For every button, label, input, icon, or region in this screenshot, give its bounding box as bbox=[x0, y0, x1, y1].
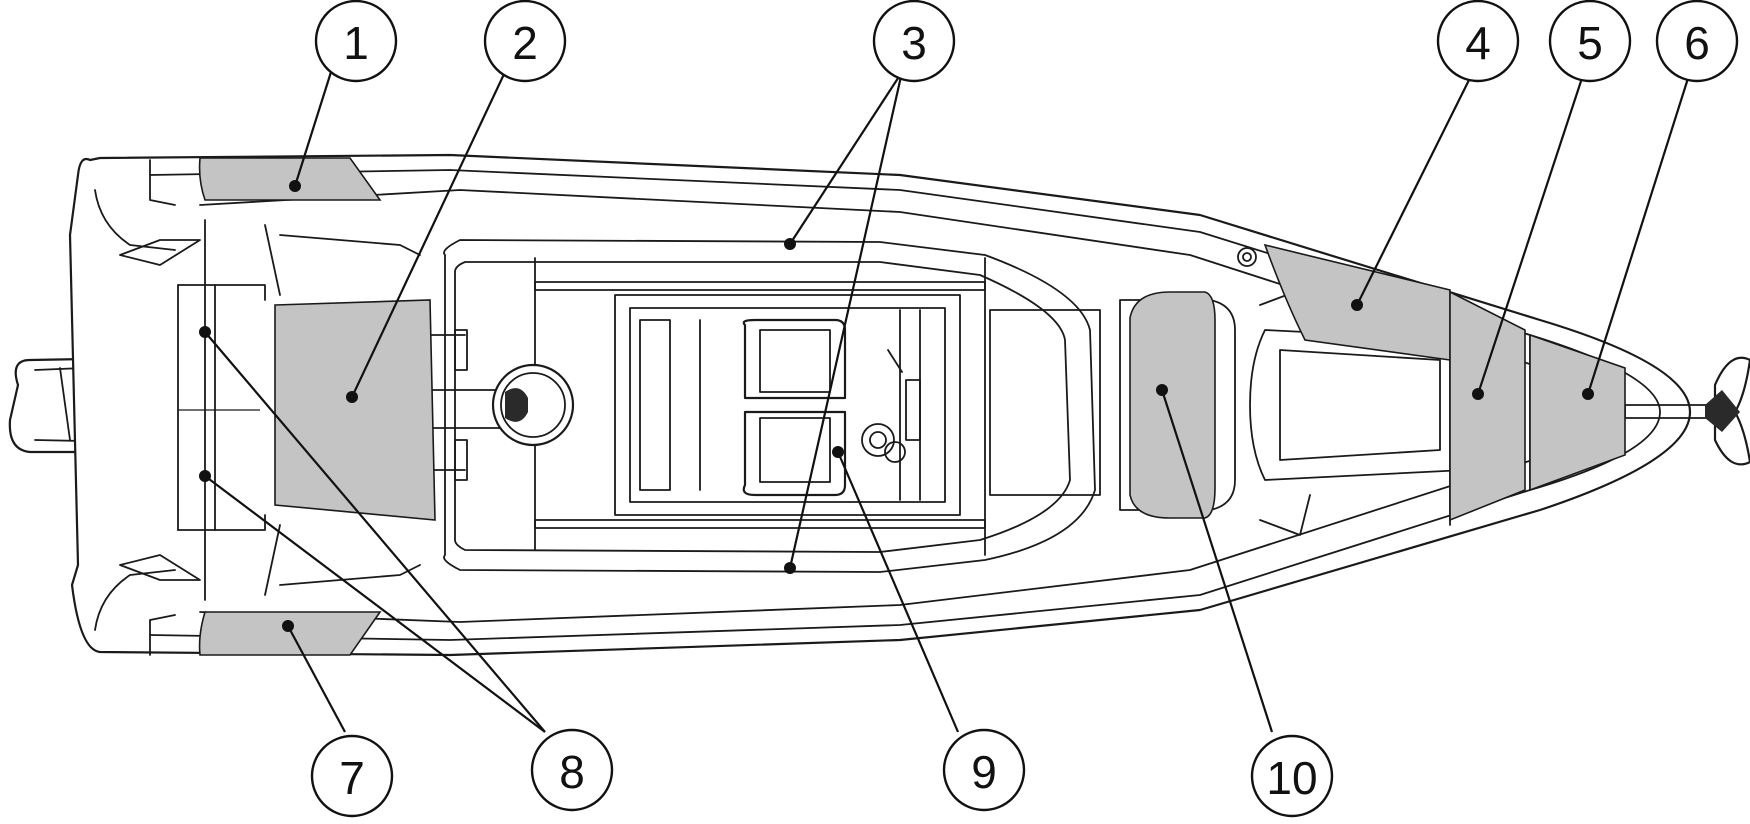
svg-text:3: 3 bbox=[901, 17, 927, 69]
svg-text:6: 6 bbox=[1684, 17, 1710, 69]
central-deck bbox=[443, 239, 1096, 573]
svg-text:7: 7 bbox=[339, 752, 365, 804]
storage-zones bbox=[198, 157, 1626, 656]
callout-9: 9 bbox=[942, 728, 1026, 812]
zone-5 bbox=[1449, 290, 1526, 522]
aft-bench bbox=[389, 329, 575, 481]
svg-text:5: 5 bbox=[1577, 17, 1603, 69]
callout-4: 4 bbox=[1436, 0, 1520, 83]
zone-6 bbox=[1529, 333, 1626, 492]
callout-3: 3 bbox=[872, 0, 956, 83]
callout-6: 6 bbox=[1655, 0, 1739, 83]
svg-text:8: 8 bbox=[559, 746, 585, 798]
svg-text:9: 9 bbox=[971, 746, 997, 798]
zone-7 bbox=[198, 611, 382, 656]
callout-5: 5 bbox=[1548, 0, 1632, 83]
svg-text:1: 1 bbox=[343, 17, 369, 69]
zone-1 bbox=[198, 157, 382, 201]
forward-deck bbox=[989, 247, 1583, 536]
svg-text:2: 2 bbox=[512, 17, 538, 69]
leader-lines bbox=[199, 71, 1692, 733]
zone-10 bbox=[1129, 291, 1216, 519]
callout-1: 1 bbox=[314, 0, 398, 83]
callout-10: 10 bbox=[1250, 734, 1334, 818]
callout-8: 8 bbox=[530, 728, 614, 812]
callout-2: 2 bbox=[483, 0, 567, 83]
svg-text:4: 4 bbox=[1465, 17, 1491, 69]
svg-text:10: 10 bbox=[1266, 752, 1317, 804]
callout-7: 7 bbox=[310, 734, 394, 818]
zone-2 bbox=[274, 299, 436, 521]
